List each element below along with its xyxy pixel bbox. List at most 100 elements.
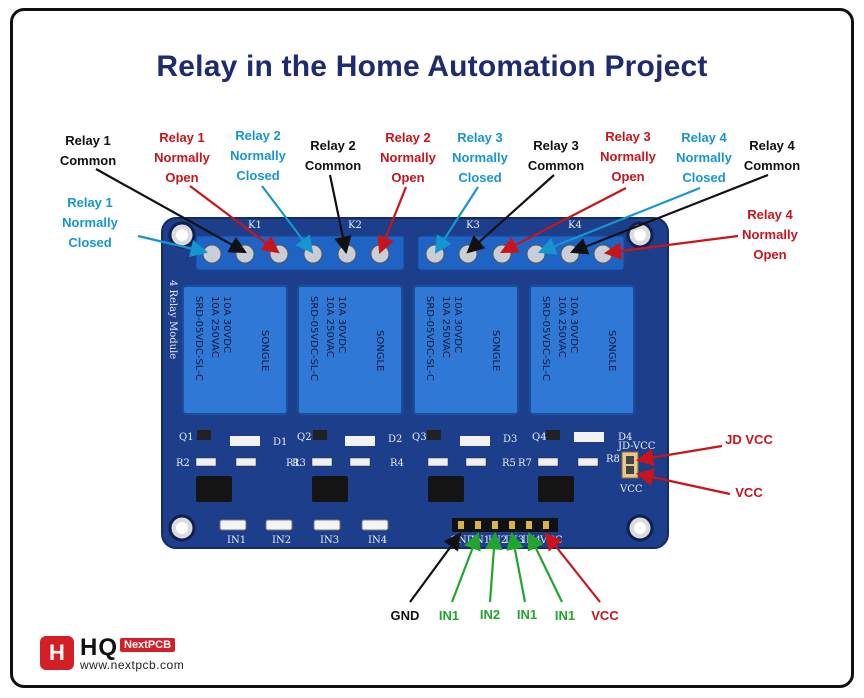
relay-3: SRD-05VDC-SL-C 10A 250VAC 10A 30VDC SONG… [413, 285, 519, 415]
mounting-holes [168, 221, 654, 542]
module-label: 4 Relay Module [167, 280, 178, 359]
svg-text:Open: Open [165, 170, 198, 185]
relay-3-rating-1: 10A 250VAC [440, 296, 451, 358]
transistor-row [197, 430, 604, 446]
d4-label: D4 [618, 432, 632, 443]
k4-label: K4 [568, 220, 582, 231]
d3-label: D3 [503, 434, 517, 445]
d2-label: D2 [388, 434, 402, 445]
optocoupler-row [196, 476, 574, 502]
relay-3-rating-2: 10A 30VDC [452, 296, 463, 353]
input-leds [219, 519, 389, 531]
svg-text:Closed: Closed [682, 170, 725, 185]
svg-text:Relay 1: Relay 1 [159, 130, 205, 145]
callout-relay2-normally-open: Relay 2 Normally Open [380, 130, 436, 185]
r4-label: R4 [390, 458, 404, 469]
pin-label-gnd: GND [391, 608, 420, 623]
callout-relay1-common: Relay 1 Common [60, 133, 116, 168]
r7-label: R7 [518, 458, 532, 469]
r2-label: R2 [176, 458, 190, 469]
relay-1-rating-1: 10A 250VAC [209, 296, 220, 358]
relay-3-brand: SONGLE [490, 330, 501, 371]
callout-lines [95, 168, 769, 603]
svg-text:Open: Open [391, 170, 424, 185]
pcb-board: K1 K2 K3 K4 4 Relay Module SRD-05VDC-SL-… [161, 217, 669, 549]
relay-3-model: SRD-05VDC-SL-C [424, 296, 435, 381]
svg-text:Normally: Normally [742, 227, 798, 242]
relay-1-brand: SONGLE [259, 330, 270, 371]
callout-relay3-common: Relay 3 Common [528, 138, 584, 173]
relay-4: SRD-05VDC-SL-C 10A 250VAC 10A 30VDC SONG… [529, 285, 635, 415]
pin-label-in1-c: IN1 [555, 608, 575, 623]
k2-label: K2 [348, 220, 362, 231]
led-in1-label: IN1 [227, 535, 246, 546]
callout-relay1-normally-closed: Relay 1 Normally Closed [62, 195, 118, 250]
relay-2-model: SRD-05VDC-SL-C [308, 296, 319, 381]
callout-vcc-right: VCC [735, 485, 763, 500]
callout-relay1-normally-open: Relay 1 Normally Open [154, 130, 210, 185]
relay-2-rating-1: 10A 250VAC [324, 296, 335, 358]
callout-relay2-common: Relay 2 Common [305, 138, 361, 173]
r5-label: R5 [502, 458, 516, 469]
relay-2-brand: SONGLE [374, 330, 385, 371]
svg-text:Relay 4: Relay 4 [681, 130, 727, 145]
header-pin-gnd: GND [450, 535, 475, 546]
relay-1: SRD-05VDC-SL-C 10A 250VAC 10A 30VDC SONG… [182, 285, 288, 415]
svg-text:Common: Common [744, 158, 800, 173]
frame-border [10, 8, 854, 688]
svg-text:Relay 1: Relay 1 [67, 195, 113, 210]
svg-text:Common: Common [60, 153, 116, 168]
svg-text:Relay 4: Relay 4 [747, 207, 793, 222]
svg-text:Normally: Normally [230, 148, 286, 163]
q4-label: Q4 [532, 432, 547, 443]
page-title: Relay in the Home Automation Project [156, 50, 708, 83]
callout-relay3-normally-open: Relay 3 Normally Open [600, 129, 656, 184]
nextpcb-logo: H HQ NextPCB www.nextpcb.com [40, 634, 210, 676]
q3-label: Q3 [412, 432, 427, 443]
logo-mark-icon: H [40, 636, 74, 670]
jumper-bottom-label: VCC [619, 484, 643, 495]
svg-text:Relay 4: Relay 4 [749, 138, 795, 153]
relay-2: SRD-05VDC-SL-C 10A 250VAC 10A 30VDC SONG… [297, 285, 403, 415]
pin-label-in1-b: IN1 [517, 607, 537, 622]
callout-relay3-normally-closed: Relay 3 Normally Closed [452, 130, 508, 185]
pin-label-in2: IN2 [480, 607, 500, 622]
svg-text:Relay 2: Relay 2 [310, 138, 356, 153]
q2-label: Q2 [297, 432, 312, 443]
svg-text:Common: Common [305, 158, 361, 173]
relay-4-rating-2: 10A 30VDC [568, 296, 579, 353]
svg-text:Normally: Normally [600, 149, 656, 164]
callout-relay4-common: Relay 4 Common [744, 138, 800, 173]
callout-relay4-normally-closed: Relay 4 Normally Closed [676, 130, 732, 185]
logo-url: www.nextpcb.com [80, 658, 185, 672]
svg-text:Normally: Normally [452, 150, 508, 165]
r3-label: R3 [292, 458, 306, 469]
svg-text:Normally: Normally [62, 215, 118, 230]
resistor-row [195, 457, 599, 467]
jd-vcc-jumper [621, 451, 639, 479]
svg-text:Relay 3: Relay 3 [533, 138, 579, 153]
relay-4-brand: SONGLE [606, 330, 617, 371]
jumper-top-label: JD-VCC [617, 441, 656, 452]
r8-label: R8 [606, 454, 620, 465]
callout-jd-vcc: JD VCC [725, 432, 773, 447]
svg-text:Closed: Closed [458, 170, 501, 185]
svg-text:Relay 3: Relay 3 [457, 130, 503, 145]
svg-text:Relay 3: Relay 3 [605, 129, 651, 144]
svg-text:Open: Open [753, 247, 786, 262]
svg-text:Normally: Normally [154, 150, 210, 165]
logo-brand: HQ [80, 634, 118, 661]
r1-label: R1 [286, 458, 300, 469]
led-in2-label: IN2 [272, 535, 291, 546]
svg-text:Normally: Normally [380, 150, 436, 165]
pin-label-in1-a: IN1 [439, 608, 459, 623]
relay-1-rating-2: 10A 30VDC [221, 296, 232, 353]
svg-text:Closed: Closed [236, 168, 279, 183]
d1-label: D1 [273, 437, 287, 448]
callout-relay4-normally-open: Relay 4 Normally Open [742, 207, 798, 262]
callout-relay2-normally-closed: Relay 2 Normally Closed [230, 128, 286, 183]
logo-badge: NextPCB [120, 638, 176, 652]
q1-label: Q1 [179, 432, 194, 443]
svg-text:Relay 2: Relay 2 [385, 130, 431, 145]
